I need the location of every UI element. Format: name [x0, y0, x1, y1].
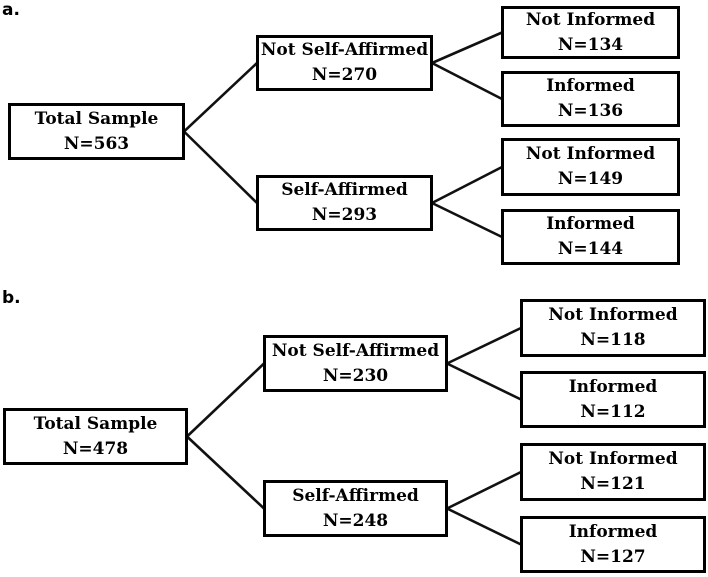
node-title: Informed — [546, 76, 635, 96]
node-title: Not Self-Affirmed — [271, 340, 440, 361]
panel-label-b: b. — [2, 288, 21, 308]
connector-line — [431, 31, 503, 65]
node-title: Not Informed — [548, 305, 678, 325]
node-a-not-self-affirmed: Not Self-Affirmed N=270 — [256, 35, 433, 91]
connector-line — [186, 435, 265, 510]
node-count: N=134 — [557, 34, 624, 55]
node-a-sa-informed: Informed N=144 — [501, 209, 680, 265]
connector-line — [446, 326, 522, 365]
node-count: N=144 — [557, 239, 624, 259]
node-count: N=478 — [62, 438, 129, 459]
node-count: N=563 — [63, 133, 130, 154]
connector-line — [183, 62, 258, 133]
connector-line — [446, 470, 522, 510]
node-count: N=127 — [580, 546, 646, 567]
node-count: N=270 — [311, 65, 378, 85]
node-b-total-sample: Total Sample N=478 — [3, 408, 188, 465]
node-b-not-self-affirmed: Not Self-Affirmed N=230 — [263, 335, 448, 392]
connector-line — [186, 362, 265, 438]
panel-label-a: a. — [2, 0, 20, 20]
node-title: Informed — [568, 521, 658, 542]
node-a-total-sample: Total Sample N=563 — [8, 103, 185, 160]
connector-line — [446, 507, 522, 546]
node-b-self-affirmed: Self-Affirmed N=248 — [263, 480, 448, 537]
node-title: Total Sample — [34, 108, 159, 129]
connector-line — [431, 201, 503, 239]
node-title: Informed — [568, 376, 658, 397]
node-title: Not Informed — [525, 9, 656, 30]
node-b-sa-not-informed: Not Informed N=121 — [520, 443, 706, 501]
node-b-nsa-informed: Informed N=112 — [520, 371, 706, 428]
connector-line — [183, 130, 258, 204]
node-b-sa-informed: Informed N=127 — [520, 516, 706, 573]
node-count: N=230 — [322, 365, 389, 386]
node-count: N=112 — [580, 401, 646, 422]
node-a-sa-not-informed: Not Informed N=149 — [501, 138, 680, 196]
node-title: Informed — [546, 214, 635, 234]
node-title: Not Informed — [548, 449, 678, 469]
node-count: N=293 — [311, 205, 378, 225]
node-a-nsa-informed: Informed N=136 — [501, 71, 680, 127]
node-a-self-affirmed: Self-Affirmed N=293 — [256, 175, 433, 231]
connector-line — [431, 165, 503, 205]
node-title: Not Self-Affirmed — [260, 40, 429, 60]
connector-line — [431, 61, 503, 101]
node-count: N=149 — [557, 169, 624, 189]
node-b-nsa-not-informed: Not Informed N=118 — [520, 299, 706, 357]
node-count: N=121 — [580, 474, 646, 494]
connector-line — [446, 362, 522, 401]
node-a-nsa-not-informed: Not Informed N=134 — [501, 6, 680, 59]
node-title: Not Informed — [525, 144, 656, 164]
node-count: N=136 — [557, 101, 624, 121]
node-title: Self-Affirmed — [292, 485, 419, 506]
node-count: N=248 — [322, 510, 389, 531]
node-title: Self-Affirmed — [281, 180, 408, 200]
node-count: N=118 — [580, 330, 646, 350]
node-title: Total Sample — [33, 413, 158, 434]
